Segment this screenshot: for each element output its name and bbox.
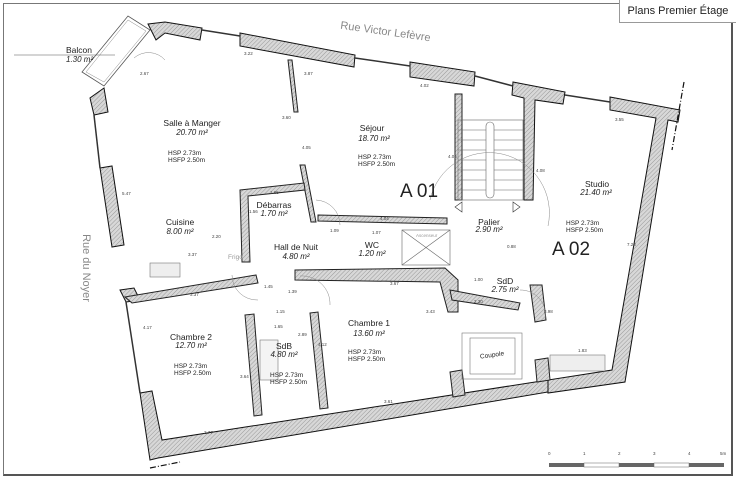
dimension: 3.87 xyxy=(304,71,313,76)
dimension: 3.43 xyxy=(426,309,435,314)
dimension: 4.05 xyxy=(448,154,457,159)
dimension: 5.47 xyxy=(122,191,131,196)
balcony-label: Balcon xyxy=(66,45,92,55)
dimension: 1.65 xyxy=(274,324,283,329)
room-hsp: HSP 2.73m xyxy=(168,150,202,157)
room-hsp: HSP 2.73m xyxy=(174,363,208,370)
lift-label: Ascenseur xyxy=(416,233,438,238)
dimension: 1.83 xyxy=(578,348,587,353)
dimension: 2.77 xyxy=(204,430,213,435)
kitchen-counters xyxy=(149,262,606,381)
scale-tick: 2 xyxy=(618,451,621,456)
room-sejour: Séjour xyxy=(359,123,385,133)
room-area: 2.75 m² xyxy=(491,285,519,294)
room-wc: WC xyxy=(364,240,380,250)
room-hsp: HSP 2.73m xyxy=(270,372,304,379)
room-area: 18.70 m² xyxy=(358,134,390,143)
scale-bar xyxy=(549,462,724,468)
room-area: 4.80 m² xyxy=(270,350,298,359)
dimension: 3.22 xyxy=(244,51,253,56)
apartment-a01-label: A 01 xyxy=(400,181,439,202)
room-area: 8.00 m² xyxy=(166,227,194,236)
dimension: 3.61 xyxy=(384,399,393,404)
dimension: 3.67 xyxy=(390,281,399,286)
dimension: 1.15 xyxy=(276,309,285,314)
dimension: 0.88 xyxy=(507,244,516,249)
room-hsfp: HSFP 2.50m xyxy=(348,356,386,363)
street-name-west: Rue du Noyer xyxy=(79,234,92,302)
dimension: 3.55 xyxy=(615,117,624,122)
dimension: 1.45 xyxy=(264,284,273,289)
dimension: 2.30 xyxy=(474,299,483,304)
room-chambre-1: Chambre 1 xyxy=(347,318,391,328)
apartment-a02-label: A 02 xyxy=(552,239,591,260)
stair-and-lift xyxy=(401,119,524,266)
dimension: 4.02 xyxy=(420,83,429,88)
room-sdb: SdB xyxy=(275,341,293,351)
dimension: 3.60 xyxy=(282,115,291,120)
dimension: 1.09 xyxy=(330,228,339,233)
balcony xyxy=(14,15,151,87)
balcony-area: 1.30 m² xyxy=(66,55,94,64)
room-hsfp: HSFP 2.50m xyxy=(358,161,396,168)
dimension: 3.98 xyxy=(544,309,553,314)
room-debarras: Débarras xyxy=(256,200,292,210)
dimension: 1.39 xyxy=(288,289,297,294)
dimension: 2.89 xyxy=(298,332,307,337)
room-area: 12.70 m² xyxy=(175,341,207,350)
room-area: 21.40 m² xyxy=(580,188,612,197)
room-chambre-2: Chambre 2 xyxy=(169,332,213,342)
room-hsfp: HSFP 2.50m xyxy=(174,370,212,377)
dimension: 1.56 xyxy=(249,209,258,214)
room-cuisine: Cuisine xyxy=(165,217,195,227)
room-area: 2.90 m² xyxy=(475,225,503,234)
room-area: 1.70 m² xyxy=(260,209,288,218)
scale-tick: 3 xyxy=(653,451,656,456)
dimension: 3.37 xyxy=(188,252,197,257)
dimension: 7.23 xyxy=(627,242,636,247)
scale-tick: 0 xyxy=(548,451,551,456)
room-area: 13.60 m² xyxy=(353,329,385,338)
sheet-title: Plans Premier Étage xyxy=(619,0,736,23)
room-hsp: HSP 2.73m xyxy=(566,220,600,227)
interior-walls xyxy=(123,59,551,417)
scale-tick: 5m xyxy=(720,451,727,456)
room-salle-a-manger: Salle à Manger xyxy=(163,118,221,128)
room-palier: Palier xyxy=(478,217,500,227)
room-area: 1.20 m² xyxy=(358,249,386,258)
frigo-label: Frigo xyxy=(228,254,243,261)
room-hsfp: HSFP 2.50m xyxy=(168,157,206,164)
room-hsp: HSP 2.73m xyxy=(358,154,392,161)
dimension: 2.20 xyxy=(212,234,221,239)
dimension: 1.65 xyxy=(270,190,279,195)
dimension: 4.04 xyxy=(380,216,389,221)
room-hall-de-nuit: Hall de Nuit xyxy=(274,242,318,252)
dimension: 4.12 xyxy=(318,342,327,347)
room-hsfp: HSFP 2.50m xyxy=(566,227,604,234)
room-hsfp: HSFP 2.50m xyxy=(270,379,308,386)
drawing-frame xyxy=(3,3,733,476)
scale-tick: 1 xyxy=(583,451,586,456)
room-area: 4.80 m² xyxy=(282,252,310,261)
dimension: 1.00 xyxy=(474,277,483,282)
room-area: 20.70 m² xyxy=(176,128,208,137)
dimension: 4.08 xyxy=(536,168,545,173)
dimension: 4.05 xyxy=(302,145,311,150)
room-hsp: HSP 2.73m xyxy=(348,349,382,356)
dimension: 3.64 xyxy=(240,374,249,379)
room-studio: Studio xyxy=(584,179,610,189)
dimension: 2.67 xyxy=(140,71,149,76)
dimension: 3.37 xyxy=(190,292,199,297)
room-sdd: SdD xyxy=(496,276,514,286)
dimension: 4.17 xyxy=(143,325,152,330)
scale-tick: 4 xyxy=(688,451,691,456)
dimension: 1.07 xyxy=(372,230,381,235)
